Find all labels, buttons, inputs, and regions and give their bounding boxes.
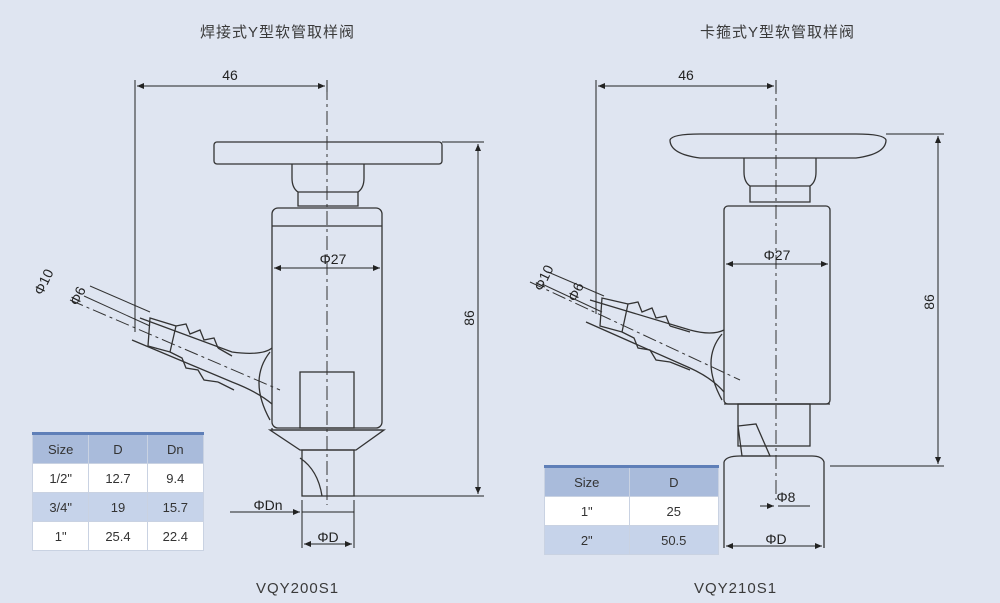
right-spec-table: Size D 1" 25 2" 50.5	[544, 465, 720, 555]
table-cell: 9.4	[146, 463, 205, 493]
table-cell: 50.5	[628, 525, 720, 555]
right-clamp	[723, 455, 825, 548]
table-cell: 2"	[544, 525, 630, 555]
right-dim-body: Φ27	[764, 247, 791, 263]
table-cell: 1/2"	[31, 463, 90, 493]
table-cell: 19	[88, 492, 148, 522]
table-header-row: Size D	[544, 465, 720, 497]
left-title: 焊接式Y型软管取样阀	[200, 24, 356, 41]
left-handle	[213, 141, 443, 165]
table-cell: 1"	[31, 521, 90, 551]
right-dim-d: ΦD	[765, 531, 786, 547]
left-dim-outer: Φ10	[30, 266, 56, 297]
table-header: Size	[544, 465, 630, 497]
right-title: 卡箍式Y型软管取样阀	[700, 24, 856, 41]
right-model-code: VQY210S1	[694, 580, 778, 597]
left-stem	[291, 164, 365, 207]
table-cell: 25	[628, 496, 720, 526]
left-spec-table: Size D Dn 1/2" 12.7 9.4 3/4" 19 15.7 1" …	[31, 432, 205, 551]
right-dim-height: 86	[921, 294, 937, 310]
left-dim-inner: Φ6	[66, 284, 89, 308]
table-row: 1" 25	[544, 496, 720, 526]
left-dim-height: 86	[461, 310, 477, 326]
table-row: 1" 25.4 22.4	[31, 521, 205, 551]
left-model-code: VQY200S1	[256, 580, 340, 597]
table-cell: 15.7	[146, 492, 205, 522]
table-cell: 1"	[544, 496, 630, 526]
table-cell: 25.4	[88, 521, 148, 551]
table-row: 2" 50.5	[544, 525, 720, 555]
right-cut	[737, 423, 771, 457]
left-dim-dn: ΦDn	[253, 497, 282, 513]
right-dim-inner: Φ6	[564, 280, 587, 304]
table-cell: 12.7	[88, 463, 148, 493]
left-valve	[131, 141, 443, 497]
right-dim-small: Φ8	[777, 489, 796, 505]
right-handle	[669, 133, 887, 159]
table-header-row: Size D Dn	[31, 432, 205, 464]
table-header: D	[88, 432, 148, 464]
table-cell: 22.4	[146, 521, 205, 551]
right-body	[723, 205, 831, 405]
table-header: D	[628, 465, 720, 497]
left-dim-d: ΦD	[317, 529, 338, 545]
table-row: 1/2" 12.7 9.4	[31, 463, 205, 493]
table-row: 3/4" 19 15.7	[31, 492, 205, 522]
right-valve	[585, 133, 887, 548]
right-neck	[737, 403, 811, 447]
table-header: Dn	[146, 432, 205, 464]
left-outlet	[301, 449, 355, 497]
right-fitting	[599, 297, 629, 333]
left-cone	[267, 429, 387, 451]
left-dim-body: Φ27	[320, 251, 347, 267]
right-stem	[743, 158, 817, 203]
right-dim-width: 46	[678, 67, 694, 83]
table-cell: 3/4"	[31, 492, 90, 522]
table-header: Size	[31, 432, 90, 464]
left-dim-width: 46	[222, 67, 238, 83]
